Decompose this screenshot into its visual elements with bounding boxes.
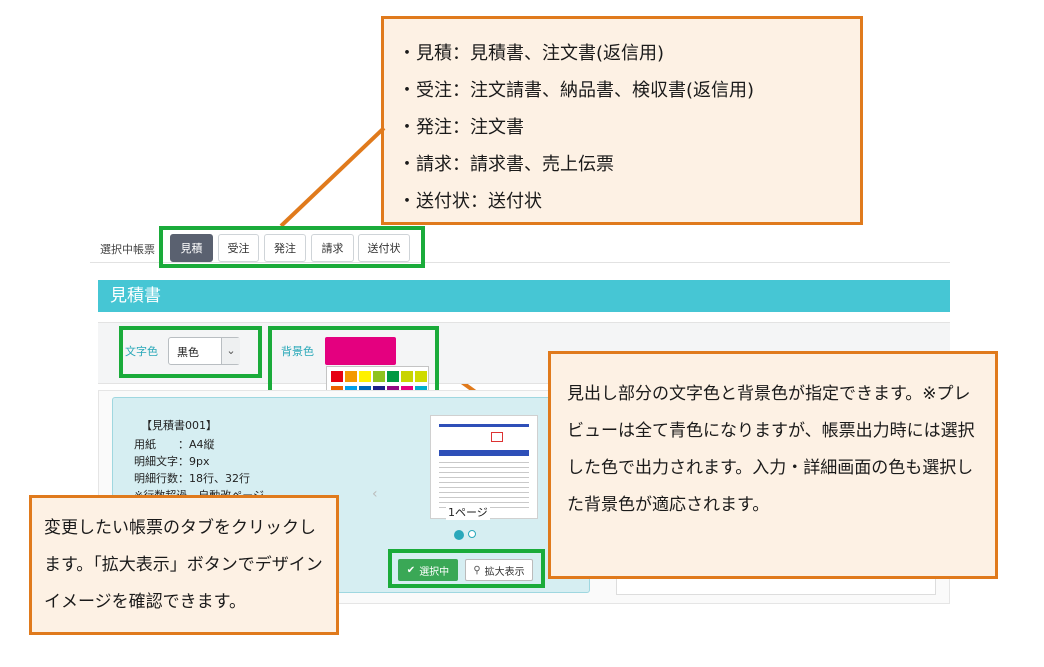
preview-row: 明細行数：18行、32行 xyxy=(134,472,250,485)
carousel-dot-active[interactable] xyxy=(454,530,464,540)
callout-line: ・見積：見積書、注文書(返信用) xyxy=(398,43,665,64)
bg-color-label: 背景色 xyxy=(281,345,314,358)
right-callout-text: 見出し部分の文字色と背景色が指定できます。※プレビューは全て青色になりますが、帳… xyxy=(567,384,975,515)
callout-line: ・受注：注文請書、納品書、検収書(返信用) xyxy=(398,80,755,101)
left-callout: 変更したい帳票のタブをクリックします。「拡大表示」ボタンでデザインイメージを確認… xyxy=(29,495,339,635)
select-button-label: 選択中 xyxy=(419,566,450,578)
section-title: 見積書 xyxy=(98,280,950,312)
text-color-label: 文字色 xyxy=(125,345,158,358)
thumbnail-stamp xyxy=(491,432,503,442)
color-swatch[interactable] xyxy=(387,371,399,382)
tab-order-received[interactable]: 受注 xyxy=(218,234,259,262)
color-swatch[interactable] xyxy=(373,371,385,382)
search-icon: ⚲ xyxy=(473,564,481,576)
top-callout: ・見積：見積書、注文書(返信用) ・受注：注文請書、納品書、検収書(返信用) ・… xyxy=(381,16,863,225)
buttons-highlight xyxy=(388,549,545,588)
page-label: 1ページ xyxy=(446,504,490,520)
text-color-select[interactable]: 黒色 ⌄ xyxy=(168,337,240,365)
tab-purchase-order[interactable]: 発注 xyxy=(264,234,306,262)
callout-line: ・発注：注文書 xyxy=(398,117,524,138)
zoom-button[interactable]: ⚲ 拡大表示 xyxy=(465,559,533,581)
chevron-down-icon: ⌄ xyxy=(221,338,240,364)
preview-row: 明細文字：9px xyxy=(134,455,210,468)
divider xyxy=(90,262,950,263)
bg-color-swatch[interactable] xyxy=(325,337,396,365)
text-color-highlight xyxy=(119,326,262,378)
text-color-value: 黒色 xyxy=(177,346,199,359)
color-swatch[interactable] xyxy=(415,371,427,382)
thumbnail-table-header xyxy=(439,450,529,456)
thumbnail-table-lines xyxy=(439,458,529,512)
color-swatch[interactable] xyxy=(345,371,357,382)
check-icon: ✔ xyxy=(406,564,416,576)
preview-title: 【見積書001】 xyxy=(141,419,217,432)
tab-estimate[interactable]: 見積 xyxy=(170,234,213,262)
preview-row: 用紙 ：A4縦 xyxy=(134,438,215,451)
carousel-dot[interactable] xyxy=(468,530,476,538)
zoom-button-label: 拡大表示 xyxy=(484,566,525,578)
tabs-label: 選択中帳票 xyxy=(100,243,155,256)
color-swatch[interactable] xyxy=(331,371,343,382)
chevron-left-icon[interactable]: ‹ xyxy=(372,486,378,502)
callout-line: ・請求：請求書、売上伝票 xyxy=(398,154,614,175)
tabs-highlight xyxy=(159,226,425,268)
tab-invoice[interactable]: 請求 xyxy=(311,234,354,262)
select-button[interactable]: ✔ 選択中 xyxy=(398,559,458,581)
left-callout-text: 変更したい帳票のタブをクリックします。「拡大表示」ボタンでデザインイメージを確認… xyxy=(44,518,323,612)
right-callout: 見出し部分の文字色と背景色が指定できます。※プレビューは全て青色になりますが、帳… xyxy=(548,351,998,579)
callout-line: ・送付状：送付状 xyxy=(398,191,542,212)
color-swatch[interactable] xyxy=(359,371,371,382)
color-swatch[interactable] xyxy=(401,371,413,382)
thumbnail-header xyxy=(439,424,529,427)
tab-cover-letter[interactable]: 送付状 xyxy=(358,234,410,262)
document-thumbnail[interactable] xyxy=(430,415,538,519)
